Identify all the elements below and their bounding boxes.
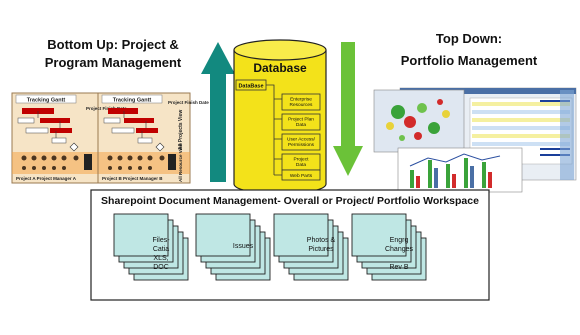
gantt-title-b: Tracking Gantt — [113, 98, 152, 104]
gantt-footer-a: Project A Project Manager A — [16, 176, 77, 181]
gantt-title-a: Tracking Gantt — [27, 98, 66, 104]
document-stack-label: Photos &Pictures — [307, 237, 336, 253]
gantt-side-label-a: Project Finish Date — [86, 106, 127, 111]
sharepoint-title: Sharepoint Document Management- Overall … — [101, 195, 479, 207]
up-arrow — [201, 42, 235, 182]
gantt-side-label-b: Project Finish Date — [168, 100, 209, 105]
gantt-screenshot: Tracking Gantt Project Finish Date Track… — [11, 92, 209, 184]
bottom-up-title-line1: Bottom Up: Project & — [47, 37, 179, 52]
document-stack-label: Issues — [233, 243, 254, 250]
portfolio-screenshots — [373, 87, 577, 193]
document-stack: Issues — [195, 213, 271, 281]
top-down-title: Top Down: Portfolio Management — [376, 30, 562, 70]
database-item: Web Parts — [281, 169, 321, 181]
database-item: User Access/Permissions — [281, 133, 321, 151]
bottom-up-title-line2: Program Management — [44, 55, 182, 70]
bottom-up-title: Bottom Up: Project & Program Management — [22, 36, 204, 72]
document-stack: Photos &Pictures — [273, 213, 349, 281]
database-label: Database — [253, 61, 307, 75]
top-down-title-line1: Top Down: — [435, 31, 503, 46]
gantt-projects-view-label: All Projects View — [178, 110, 184, 150]
top-down-title-line2: Portfolio Management — [400, 53, 538, 68]
gantt-resource-view-label: All Resource View — [178, 143, 183, 182]
database-item-label: User Access/Permissions — [287, 137, 316, 149]
down-arrow — [333, 42, 363, 176]
gantt-footer-b: Project B Project Manager B — [102, 176, 163, 181]
database-item-label: Web Parts — [290, 173, 313, 179]
database-tree-root: DataBase — [238, 84, 263, 90]
